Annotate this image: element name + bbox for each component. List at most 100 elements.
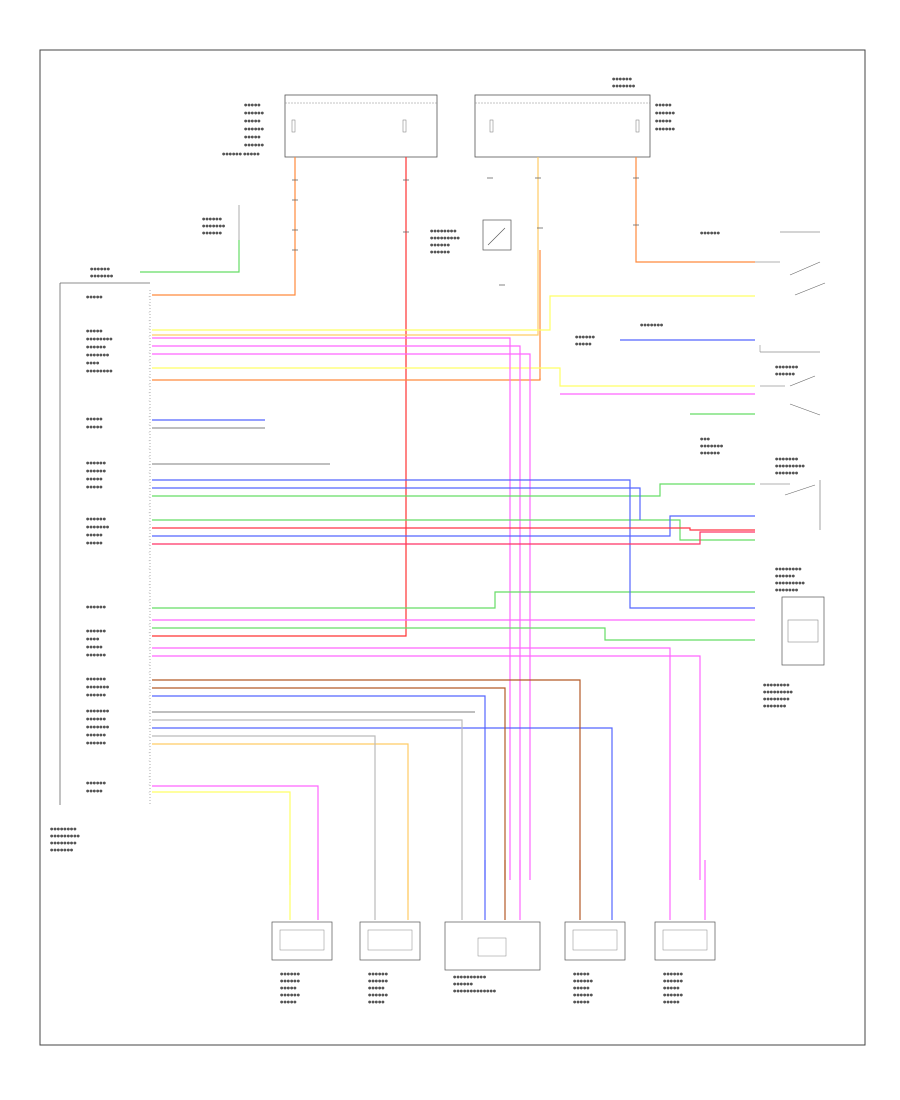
svg-text:●●●●: ●●●● xyxy=(86,636,100,641)
fuse-box-right: ●●●●● ●●●●●● ●●●●● ●●●●●● ●●●●●● ●●●●●●● xyxy=(474,76,676,158)
svg-text:●●●●●●: ●●●●●● xyxy=(280,978,301,983)
wire-blue-3 xyxy=(152,515,755,537)
wire-tan-2 xyxy=(152,743,409,900)
pin-number: · xyxy=(148,367,150,371)
svg-text:●●●●●●: ●●●●●● xyxy=(368,978,389,983)
pin-number: · xyxy=(148,631,150,635)
svg-text:●●●●●●: ●●●●●● xyxy=(86,780,107,785)
svg-text:●●●●●●●: ●●●●●●● xyxy=(775,364,799,369)
svg-text:●●●●●●●●●: ●●●●●●●●● xyxy=(763,689,794,694)
pin-number: · xyxy=(148,599,150,603)
svg-text:●●●●●●●: ●●●●●●● xyxy=(86,708,110,713)
svg-text:●●●●●●: ●●●●●● xyxy=(663,971,684,976)
svg-text:●●●●●●●: ●●●●●●● xyxy=(86,724,110,729)
pin-number: · xyxy=(148,463,150,467)
svg-text:●●●●●●: ●●●●●● xyxy=(244,110,265,115)
pin-number: · xyxy=(148,391,150,395)
pin-number: · xyxy=(148,543,150,547)
pin-number: · xyxy=(148,495,150,499)
pin-number: · xyxy=(148,695,150,699)
svg-text:●●●●●●: ●●●●●● xyxy=(280,992,301,997)
pin-number: · xyxy=(148,567,150,571)
pin-number: · xyxy=(148,551,150,555)
svg-text:●●●●●●: ●●●●●● xyxy=(86,692,107,697)
svg-text:●●●●●: ●●●●● xyxy=(573,999,590,1004)
svg-text:●●●●●●: ●●●●●● xyxy=(700,230,721,235)
pin-number: · xyxy=(148,455,150,459)
svg-text:●●●●●●●: ●●●●●●● xyxy=(700,443,724,448)
connector-ticks xyxy=(292,177,639,286)
svg-text:●●●●●●: ●●●●●● xyxy=(86,468,107,473)
brake-switch: ●●●●●●● ●●●●●● xyxy=(760,364,821,416)
svg-text:●●●●●: ●●●●● xyxy=(663,999,680,1004)
fuse-box-left: ●●●●● ●●●●●● ●●●●● ●●●●●● ●●●●● ●●●●●● ●… xyxy=(222,94,438,158)
pin-number: · xyxy=(148,335,150,339)
sensor-left-rear: ●●●●●●●●●●● ●●●●●●●●●●● ●●●●● xyxy=(564,921,626,1004)
svg-text:●●●●●● ●●●●●: ●●●●●● ●●●●● xyxy=(222,151,260,156)
svg-text:●●●●●: ●●●●● xyxy=(86,540,103,545)
sensor-leads xyxy=(289,860,706,920)
svg-text:●●●●●●●●: ●●●●●●●● xyxy=(763,682,790,687)
pcm-pin-numbers: ········································… xyxy=(148,295,150,795)
svg-text:●●●●●●●●●: ●●●●●●●●● xyxy=(430,235,461,240)
pin-number: · xyxy=(148,327,150,331)
svg-text:●●●●●●: ●●●●●● xyxy=(202,216,223,221)
svg-text:●●●●●●●●: ●●●●●●●● xyxy=(86,368,113,373)
svg-text:●●●●●●●: ●●●●●●● xyxy=(90,273,114,278)
wire-gray-3 xyxy=(152,735,376,880)
svg-text:●●●●●●●: ●●●●●●● xyxy=(202,223,226,228)
svg-text:●●●●●●: ●●●●●● xyxy=(90,266,111,271)
wire-red-3 xyxy=(152,531,755,545)
svg-text:●●●●●: ●●●●● xyxy=(86,788,103,793)
svg-text:●●●●●●: ●●●●●● xyxy=(280,971,301,976)
svg-text:●●●●●●: ●●●●●● xyxy=(663,992,684,997)
wire-red-power xyxy=(152,157,407,637)
pin-number: · xyxy=(148,415,150,419)
wire-blue-6 xyxy=(152,487,641,520)
svg-text:●●●●●●: ●●●●●● xyxy=(86,516,107,521)
sensor-right-rear: ●●●●●●●●●●●● ●●●●●●●●●●● ●●●●● xyxy=(654,921,716,1004)
svg-text:●●●●●●: ●●●●●● xyxy=(86,460,107,465)
svg-text:●●●●●●●●: ●●●●●●●● xyxy=(430,228,457,233)
pin-number: · xyxy=(148,591,150,595)
wire-pink-3 xyxy=(152,353,531,880)
svg-text:●●●●●●●: ●●●●●●● xyxy=(763,703,787,708)
pin-number: · xyxy=(148,303,150,307)
wire-yellow-3 xyxy=(152,791,291,885)
svg-text:●●●●●●: ●●●●●● xyxy=(575,334,596,339)
svg-text:●●●●●●: ●●●●●● xyxy=(86,604,107,609)
sensor-right-front: ●●●●●●●●●●●● ●●●●●●●●●●● ●●●●● xyxy=(359,921,421,1004)
pin-number: · xyxy=(148,607,150,611)
wire-pink-1 xyxy=(152,337,511,880)
wire-tan-relay xyxy=(152,157,539,336)
wire-red-2 xyxy=(152,527,755,531)
pin-number: · xyxy=(148,663,150,667)
pcm-pin-labels: ●●●●● ●●●●● ●●●●●●●● ●●●●●● ●●●●●●● ●●●●… xyxy=(50,266,114,852)
stoplamp-switch: ●●●●●●● ●●●●●●●●● ●●●●●●● ●●● ●●●●●●● ●●… xyxy=(700,436,821,530)
wire-brown-2 xyxy=(152,687,506,880)
svg-text:●●●●●●: ●●●●●● xyxy=(86,740,107,745)
sensor-left-front: ●●●●●●●●●●●● ●●●●●●●●●●● ●●●●● xyxy=(271,921,333,1004)
svg-text:●●●●●●●●: ●●●●●●●● xyxy=(50,826,77,831)
svg-text:●●●●●: ●●●●● xyxy=(86,484,103,489)
svg-text:●●●●●●: ●●●●●● xyxy=(775,371,796,376)
svg-text:●●●●●: ●●●●● xyxy=(86,424,103,429)
svg-text:●●●●●: ●●●●● xyxy=(86,328,103,333)
pin-number: · xyxy=(148,583,150,587)
svg-text:●●●●●●●●●: ●●●●●●●●● xyxy=(775,580,806,585)
pin-number: · xyxy=(148,471,150,475)
pin-number: · xyxy=(148,479,150,483)
pin-number: · xyxy=(148,295,150,299)
wire-pink-6 xyxy=(152,647,671,880)
diagram-frame xyxy=(39,49,866,1046)
pin-number: · xyxy=(148,679,150,683)
wire-green-ground xyxy=(140,240,240,273)
svg-text:●●●●●●: ●●●●●● xyxy=(655,110,676,115)
svg-text:●●●●●●: ●●●●●● xyxy=(430,249,451,254)
svg-text:●●●●●●●●: ●●●●●●●● xyxy=(763,696,790,701)
svg-text:●●●●●●●: ●●●●●●● xyxy=(640,322,664,327)
svg-text:●●●●●●: ●●●●●● xyxy=(86,344,107,349)
range-sensor-connector: ●●●●●● ●●●●● ●●●●●●● xyxy=(575,322,761,352)
pin-number: · xyxy=(148,535,150,539)
pin-number: · xyxy=(148,511,150,515)
